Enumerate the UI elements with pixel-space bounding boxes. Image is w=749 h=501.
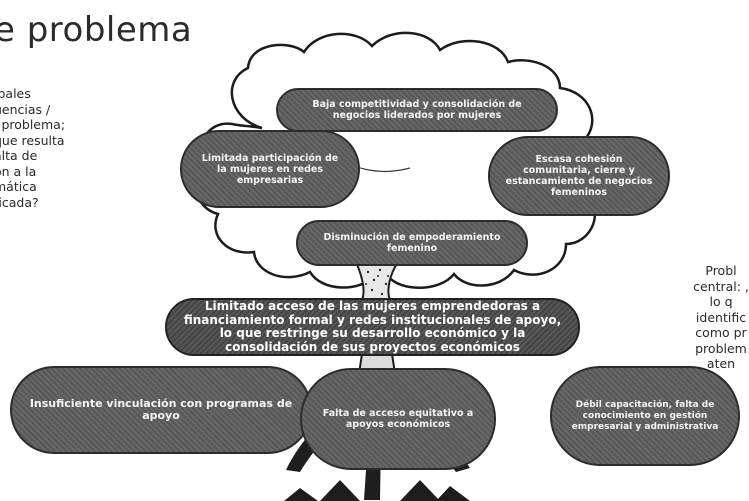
left-description: ipales uencias / l problema; que resulta… <box>0 86 134 210</box>
trunk-texture <box>365 268 389 296</box>
right-text-line: lo q <box>709 294 733 309</box>
left-text-line: ón a la <box>0 163 37 179</box>
left-text-line: ficada? <box>0 194 39 210</box>
left-text-line: mática <box>0 179 37 194</box>
right-text-line: problem <box>695 340 747 356</box>
right-text-line: Probl <box>705 263 737 278</box>
right-text-line: como pr <box>695 325 747 340</box>
left-text-line: l problema; <box>0 117 66 132</box>
left-text-line: que resulta <box>0 132 65 148</box>
right-text-line: aten <box>706 356 736 371</box>
right-description: Probl central: , lo q identific como pr … <box>676 263 749 372</box>
left-text-line: ipales <box>0 86 31 101</box>
left-text-line: alta de <box>0 148 38 163</box>
cause-middle: Falta de acceso equitativo a apoyos econ… <box>300 368 496 470</box>
right-text-line: central: , <box>693 278 749 294</box>
left-text-line: uencias / <box>0 101 51 117</box>
central-problem: Limitado acceso de las mujeres emprended… <box>165 298 580 356</box>
cause-right: Débil capacitación, falta de conocimient… <box>550 366 740 466</box>
right-text-line: identific <box>695 309 747 325</box>
page-title: e problema <box>0 10 193 50</box>
effect-top: Baja competitividad y consolidación de n… <box>276 88 558 132</box>
cause-left: Insuficiente vinculación con programas d… <box>10 366 312 454</box>
effect-middle: Disminución de empoderamiento femenino <box>296 220 528 266</box>
effect-left: Limitada participación de la mujeres en … <box>180 130 360 208</box>
effect-right: Escasa cohesión comunitaria, cierre y es… <box>488 136 670 216</box>
